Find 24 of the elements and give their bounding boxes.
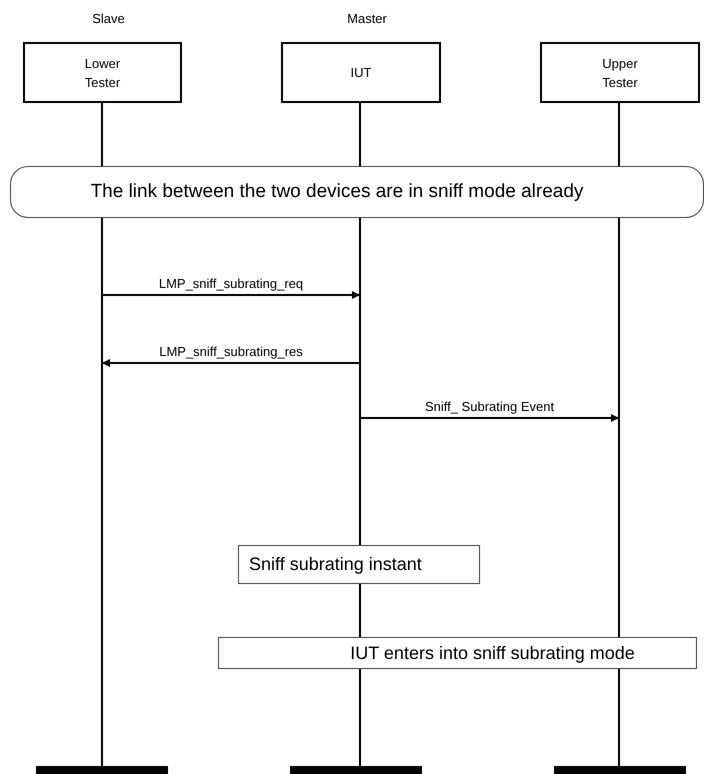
condition-banner: [10, 166, 704, 218]
lifeline-end-bar: [554, 766, 686, 774]
message-label: LMP_sniff_subrating_req: [158, 276, 304, 291]
role-label: Slave: [92, 11, 125, 26]
role-label: Master: [347, 11, 387, 26]
node-label: Lower Tester: [84, 54, 122, 92]
message-label: Sniff_ Subrating Event: [424, 399, 556, 414]
message-arrow: [102, 359, 360, 367]
participant-box: [281, 42, 441, 103]
message-arrow: [102, 291, 360, 299]
node-label: IUT enters into sniff subrating mode: [350, 642, 635, 665]
lifeline-end-bar: [290, 766, 422, 774]
message-arrow: [360, 414, 619, 422]
lifeline-end-bar: [36, 766, 168, 774]
node-label: Upper Tester: [601, 54, 639, 92]
message-label: LMP_sniff_subrating_res: [158, 344, 304, 359]
node-label: Sniff subrating instant: [249, 553, 422, 576]
node-label: The link between the two devices are in sniff mode already: [90, 180, 584, 204]
node-label: IUT: [350, 64, 372, 82]
participant-box: [540, 42, 700, 103]
participant-box: [23, 42, 182, 103]
lifeline: [101, 103, 103, 766]
state-box: [218, 637, 697, 669]
state-box: [238, 545, 480, 584]
